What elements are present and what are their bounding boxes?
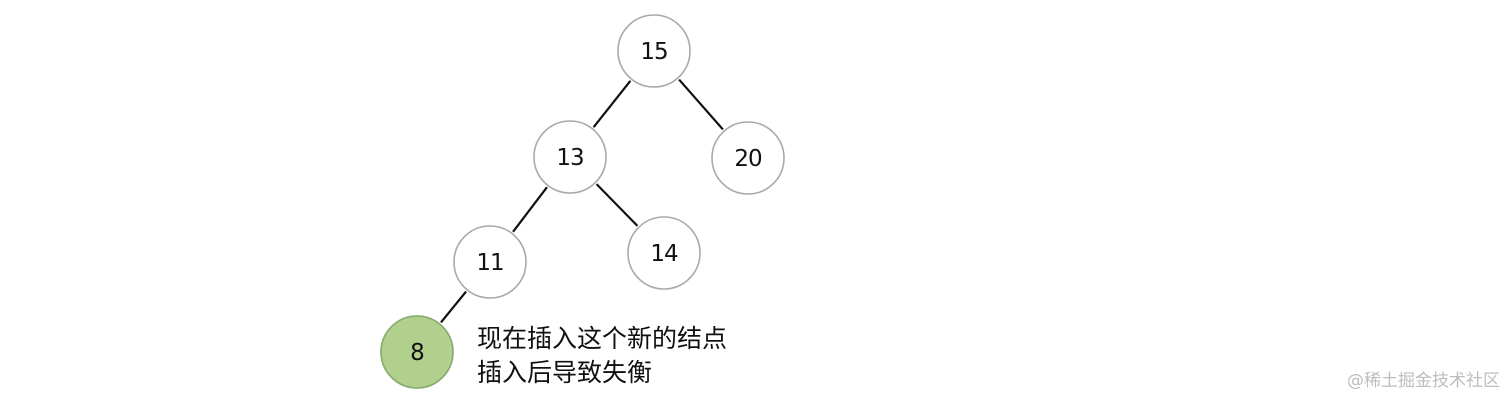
node-label: 20 xyxy=(734,146,762,172)
edge-n15-n20 xyxy=(678,78,724,131)
annotation-text: 现在插入这个新的结点 插入后导致失衡 xyxy=(477,322,727,390)
annotation-line-2: 插入后导致失衡 xyxy=(477,358,653,387)
tree-node-20: 20 xyxy=(711,121,785,195)
tree-node-15: 15 xyxy=(617,14,691,88)
node-label: 15 xyxy=(640,39,667,65)
node-label: 11 xyxy=(476,250,503,276)
edge-n13-n14 xyxy=(595,183,639,227)
watermark: @稀土掘金技术社区 xyxy=(1347,371,1500,391)
node-circle xyxy=(453,225,527,299)
edge-n13-n11 xyxy=(512,186,548,233)
node-circle xyxy=(533,120,607,194)
node-label: 8 xyxy=(410,340,424,366)
edge-n11-n8 xyxy=(440,290,467,324)
node-circle xyxy=(711,121,785,195)
edge-n15-n13 xyxy=(592,80,632,128)
node-circle xyxy=(380,315,454,389)
tree-node-13: 13 xyxy=(533,120,607,194)
node-label: 13 xyxy=(556,145,583,171)
tree-node-14: 14 xyxy=(627,216,701,290)
tree-edges xyxy=(440,78,724,324)
annotation-line-1: 现在插入这个新的结点 xyxy=(477,324,728,353)
node-label: 14 xyxy=(650,241,678,267)
tree-node-8: 8 xyxy=(380,315,454,389)
tree-nodes: 15 13 20 11 14 8 xyxy=(380,14,785,389)
tree-node-11: 11 xyxy=(453,225,527,299)
node-circle xyxy=(617,14,691,88)
node-circle xyxy=(627,216,701,290)
